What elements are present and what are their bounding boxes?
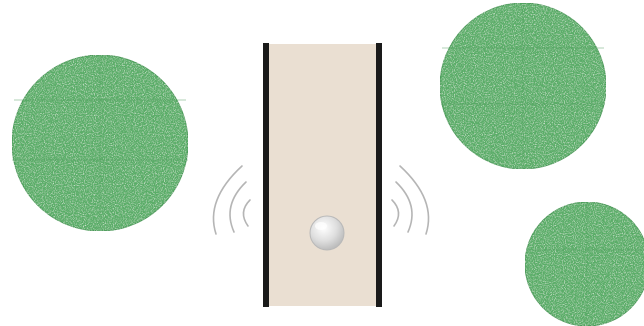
green-disc-top-right <box>440 3 606 169</box>
sound-wave-icon-right <box>392 166 429 234</box>
sphere-icon <box>310 216 344 250</box>
sound-wave-icon-left <box>213 166 250 234</box>
green-disc-bottom-right <box>525 202 644 326</box>
tube-icon <box>263 43 382 307</box>
green-disc-left <box>12 55 188 231</box>
